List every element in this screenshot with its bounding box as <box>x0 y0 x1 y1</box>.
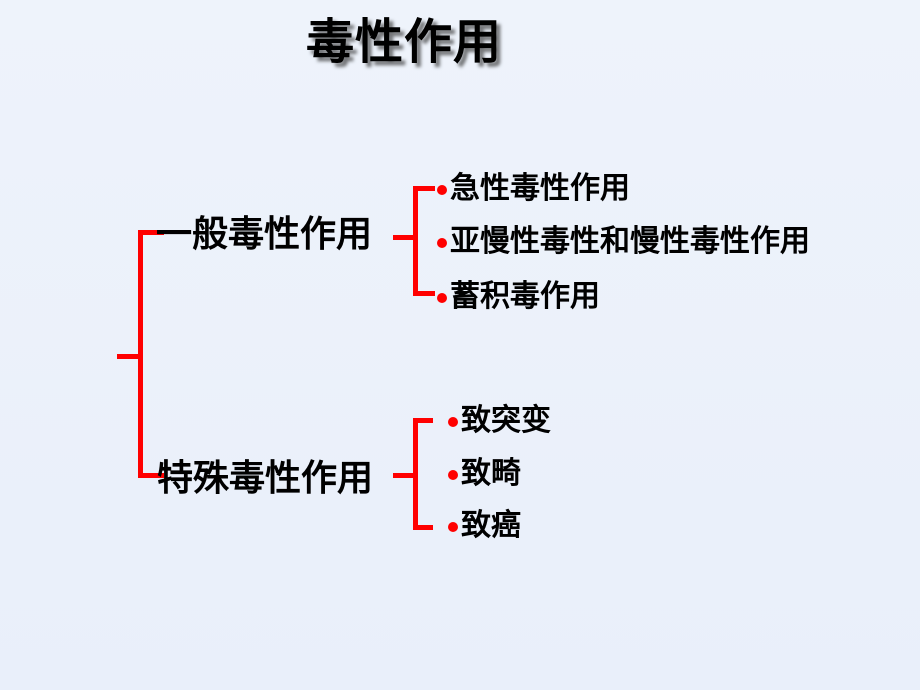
bullet-icon <box>437 185 447 195</box>
main-bracket-top-arm <box>138 230 164 235</box>
bullet-icon <box>437 238 447 248</box>
main-bracket-mid-tick <box>117 354 138 359</box>
slide-title: 毒性作用 <box>306 14 503 70</box>
list-item-text: 致畸 <box>461 457 521 490</box>
main-bracket-vertical-line <box>138 230 143 478</box>
list-item: 致突变 <box>448 403 551 439</box>
main-bracket-bottom-arm <box>138 473 164 478</box>
list-item: 蓄积毒作用 <box>437 279 600 315</box>
general-bracket-bottom-arm <box>413 291 435 296</box>
bullet-icon <box>448 417 458 427</box>
general-bracket-vertical-line <box>413 186 418 296</box>
group-label-special: 特殊毒性作用 <box>157 458 374 498</box>
list-item: 致畸 <box>448 456 521 492</box>
bullet-icon <box>437 293 447 303</box>
list-item: 致癌 <box>448 508 521 544</box>
list-item: 亚慢性毒性和慢性毒性作用 <box>437 224 810 260</box>
list-item-text: 亚慢性毒性和慢性毒性作用 <box>450 225 810 258</box>
general-bracket-top-arm <box>413 186 435 191</box>
list-item-text: 致突变 <box>461 404 551 437</box>
special-bracket-bottom-arm <box>413 525 433 530</box>
special-bracket-vertical-line <box>413 418 418 530</box>
list-item-text: 致癌 <box>461 509 521 542</box>
group-label-general: 一般毒性作用 <box>156 214 373 254</box>
bullet-icon <box>448 470 458 480</box>
special-bracket-connector <box>393 473 413 478</box>
bullet-icon <box>448 522 458 532</box>
list-item-text: 蓄积毒作用 <box>450 280 600 313</box>
general-bracket-connector <box>393 235 413 240</box>
list-item-text: 急性毒性作用 <box>450 172 630 205</box>
special-bracket-top-arm <box>413 418 433 423</box>
list-item: 急性毒性作用 <box>437 171 630 207</box>
